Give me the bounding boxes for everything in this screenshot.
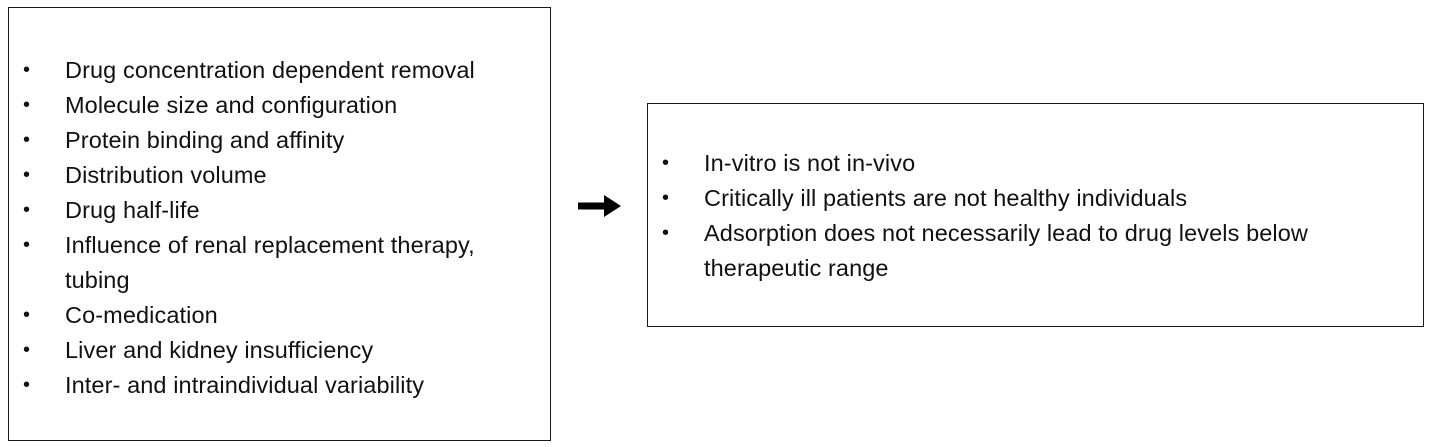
list-item-text: Critically ill patients are not healthy … <box>704 185 1188 211</box>
list-item-text: Co-medication <box>65 302 218 328</box>
arrow-shaft <box>578 202 608 210</box>
bullet-icon: • <box>23 129 31 151</box>
list-item-text: Inter- and intraindividual variability <box>65 372 425 398</box>
list-item-text: In-vitro is not in-vivo <box>704 150 916 176</box>
list-item-text: Influence of renal replacement therapy, … <box>65 232 475 293</box>
bullet-icon: • <box>23 234 31 256</box>
list-item-text: Adsorption does not necessarily lead to … <box>704 220 1308 281</box>
right-arrow-icon <box>578 195 621 217</box>
list-item-text: Liver and kidney insufficiency <box>65 337 374 363</box>
bullet-icon: • <box>662 187 670 209</box>
bullet-icon: • <box>23 374 31 396</box>
list-item: • Inter- and intraindividual variability <box>19 368 544 403</box>
list-item: • Critically ill patients are not healthy… <box>658 181 1378 216</box>
bullet-icon: • <box>662 222 670 244</box>
bullet-icon: • <box>662 152 670 174</box>
list-item: • Adsorption does not necessarily lead to… <box>658 216 1378 286</box>
list-item: • Drug half-life <box>19 193 544 228</box>
bullet-icon: • <box>23 199 31 221</box>
list-item-text: Distribution volume <box>65 162 267 188</box>
arrow-head <box>604 195 621 217</box>
list-item: • Liver and kidney insufficiency <box>19 333 544 368</box>
bullet-icon: • <box>23 59 31 81</box>
list-item: • Distribution volume <box>19 158 544 193</box>
list-item-text: Molecule size and configuration <box>65 92 398 118</box>
list-item: • Protein binding and affinity <box>19 123 544 158</box>
list-item-text: Protein binding and affinity <box>65 127 345 153</box>
list-item: • Influence of renal replacement therapy,… <box>19 228 544 298</box>
list-item: • Co-medication <box>19 298 544 333</box>
bullet-icon: • <box>23 339 31 361</box>
bullet-icon: • <box>23 164 31 186</box>
list-item: • Molecule size and configuration <box>19 88 544 123</box>
conclusions-box: • In-vitro is not in-vivo • Critically ill… <box>647 103 1424 327</box>
list-item: • In-vitro is not in-vivo <box>658 146 1378 181</box>
list-item: • Drug concentration dependent removal <box>19 53 544 88</box>
factors-list: • Drug concentration dependent removal • M… <box>19 53 544 403</box>
bullet-icon: • <box>23 304 31 326</box>
bullet-icon: • <box>23 94 31 116</box>
conclusions-list: • In-vitro is not in-vivo • Critically ill… <box>658 146 1378 286</box>
list-item-text: Drug concentration dependent removal <box>65 57 475 83</box>
factors-box: • Drug concentration dependent removal • M… <box>8 7 551 441</box>
list-item-text: Drug half-life <box>65 197 200 223</box>
